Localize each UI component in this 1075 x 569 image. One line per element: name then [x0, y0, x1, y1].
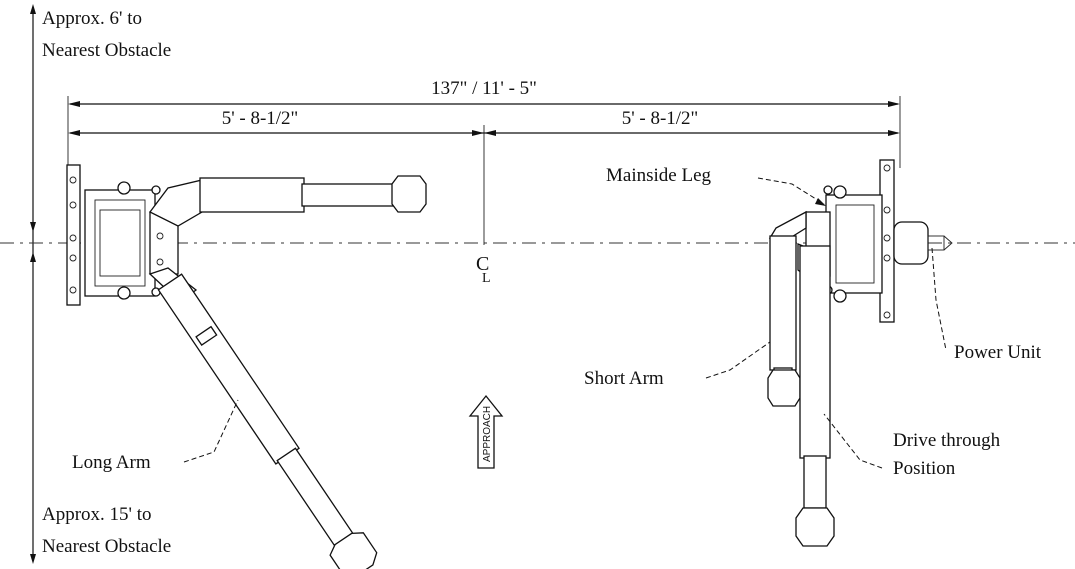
right-short-arm	[767, 210, 807, 407]
centerline-symbol: C L	[476, 253, 491, 286]
left-half-dimension-text: 5' - 8-1/2"	[222, 108, 299, 129]
right-long-arm	[795, 243, 835, 547]
drive-through-leader	[823, 413, 883, 469]
power-unit-leader	[931, 247, 947, 351]
approach-arrow-text: APPROACH	[482, 406, 493, 462]
bottom-clearance-label: Approx. 15' to Nearest Obstacle	[42, 504, 171, 557]
overall-dimension-text: 137" / 11' - 5"	[431, 78, 537, 99]
right-half-dimension-text: 5' - 8-1/2"	[622, 108, 699, 129]
short-arm-label: Short Arm	[584, 368, 664, 389]
drive-through-label: Drive through Position	[893, 430, 1005, 479]
overall-dimension-line	[67, 96, 901, 168]
half-dimension-line	[68, 125, 900, 245]
svg-text:L: L	[482, 271, 491, 286]
approach-arrow: APPROACH	[468, 394, 504, 469]
mainside-leg-leader	[757, 177, 825, 205]
mainside-leg-label: Mainside Leg	[606, 165, 712, 186]
long-arm-leader	[183, 399, 239, 463]
short-arm-leader	[705, 341, 771, 379]
clearance-dimension-line	[30, 4, 36, 564]
left-short-arm	[149, 175, 427, 227]
top-clearance-label: Approx. 6' to Nearest Obstacle	[42, 8, 171, 61]
power-unit-label: Power Unit	[954, 342, 1042, 363]
power-unit-shape	[893, 221, 953, 265]
left-long-arm	[148, 267, 378, 569]
long-arm-label: Long Arm	[72, 452, 151, 473]
svg-text:C: C	[476, 253, 489, 275]
